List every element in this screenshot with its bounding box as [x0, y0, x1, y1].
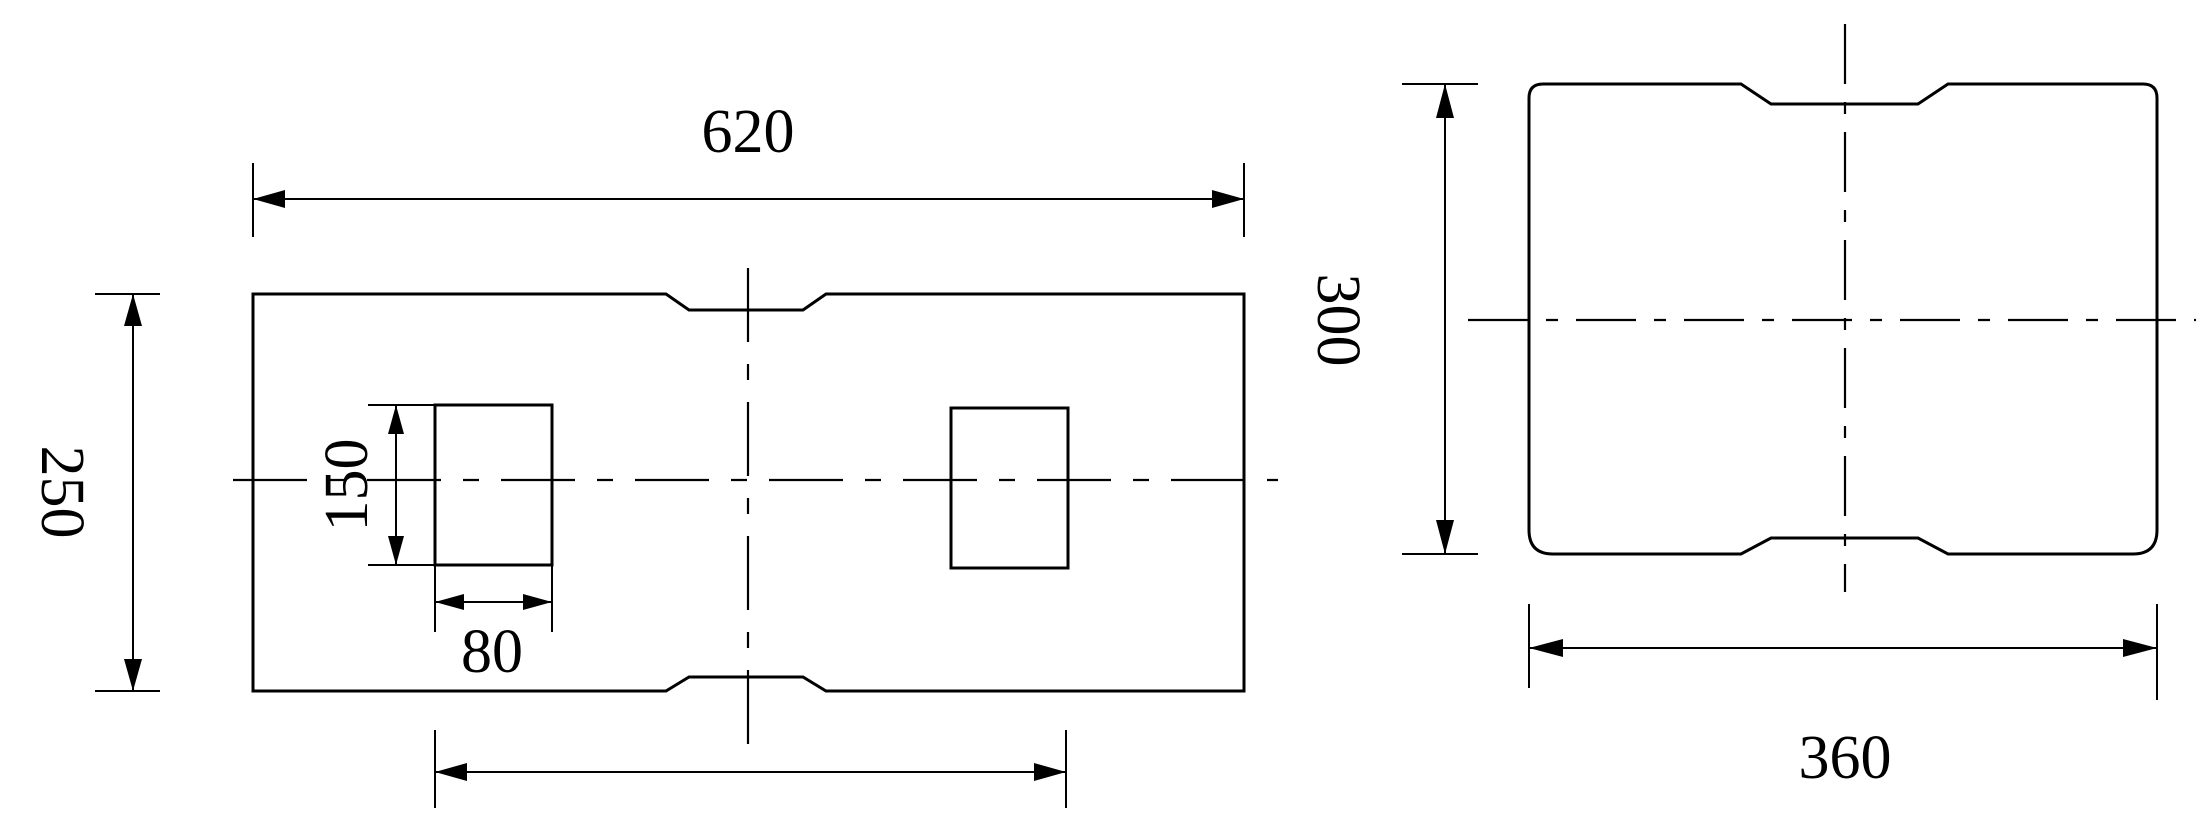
side-view	[1468, 24, 2196, 592]
front-view	[233, 268, 1278, 746]
dim-620-arrow-left	[253, 190, 285, 208]
dim-360-label: 360	[1799, 724, 1892, 792]
dim-300-arrow-top	[1436, 84, 1454, 118]
dimension-300: 300	[1304, 83, 1478, 555]
side-view-outline	[1527, 82, 2159, 556]
dim-spacing-arrow-left	[435, 763, 467, 781]
right-hole	[949, 406, 1070, 570]
dim-620-label: 620	[702, 98, 795, 166]
dim-300-label: 300	[1304, 274, 1372, 367]
dim-80-arrow-left	[435, 594, 464, 610]
dimension-150: 150	[313, 404, 435, 566]
dim-spacing-arrow-right	[1034, 763, 1066, 781]
dimension-hole-spacing	[434, 730, 1067, 808]
front-view-outline	[251, 292, 1246, 693]
dimension-360: 360	[1528, 604, 2158, 792]
dimension-620: 620	[252, 98, 1245, 237]
dim-620-arrow-right	[1212, 190, 1244, 208]
dim-250-arrow-bottom	[124, 659, 142, 691]
dim-80-arrow-right	[523, 594, 552, 610]
left-hole	[433, 403, 554, 567]
dim-360-arrow-left	[1529, 639, 1563, 657]
dimension-80: 80	[434, 565, 553, 686]
dimension-250: 250	[28, 293, 160, 692]
dim-300-arrow-bottom	[1436, 520, 1454, 554]
dim-150-arrow-top	[388, 405, 404, 434]
dim-150-label: 150	[313, 439, 381, 532]
dim-80-label: 80	[461, 618, 523, 686]
dim-360-arrow-right	[2123, 639, 2157, 657]
dim-250-arrow-top	[124, 294, 142, 326]
dim-250-label: 250	[28, 446, 96, 539]
dim-150-arrow-bottom	[388, 536, 404, 565]
